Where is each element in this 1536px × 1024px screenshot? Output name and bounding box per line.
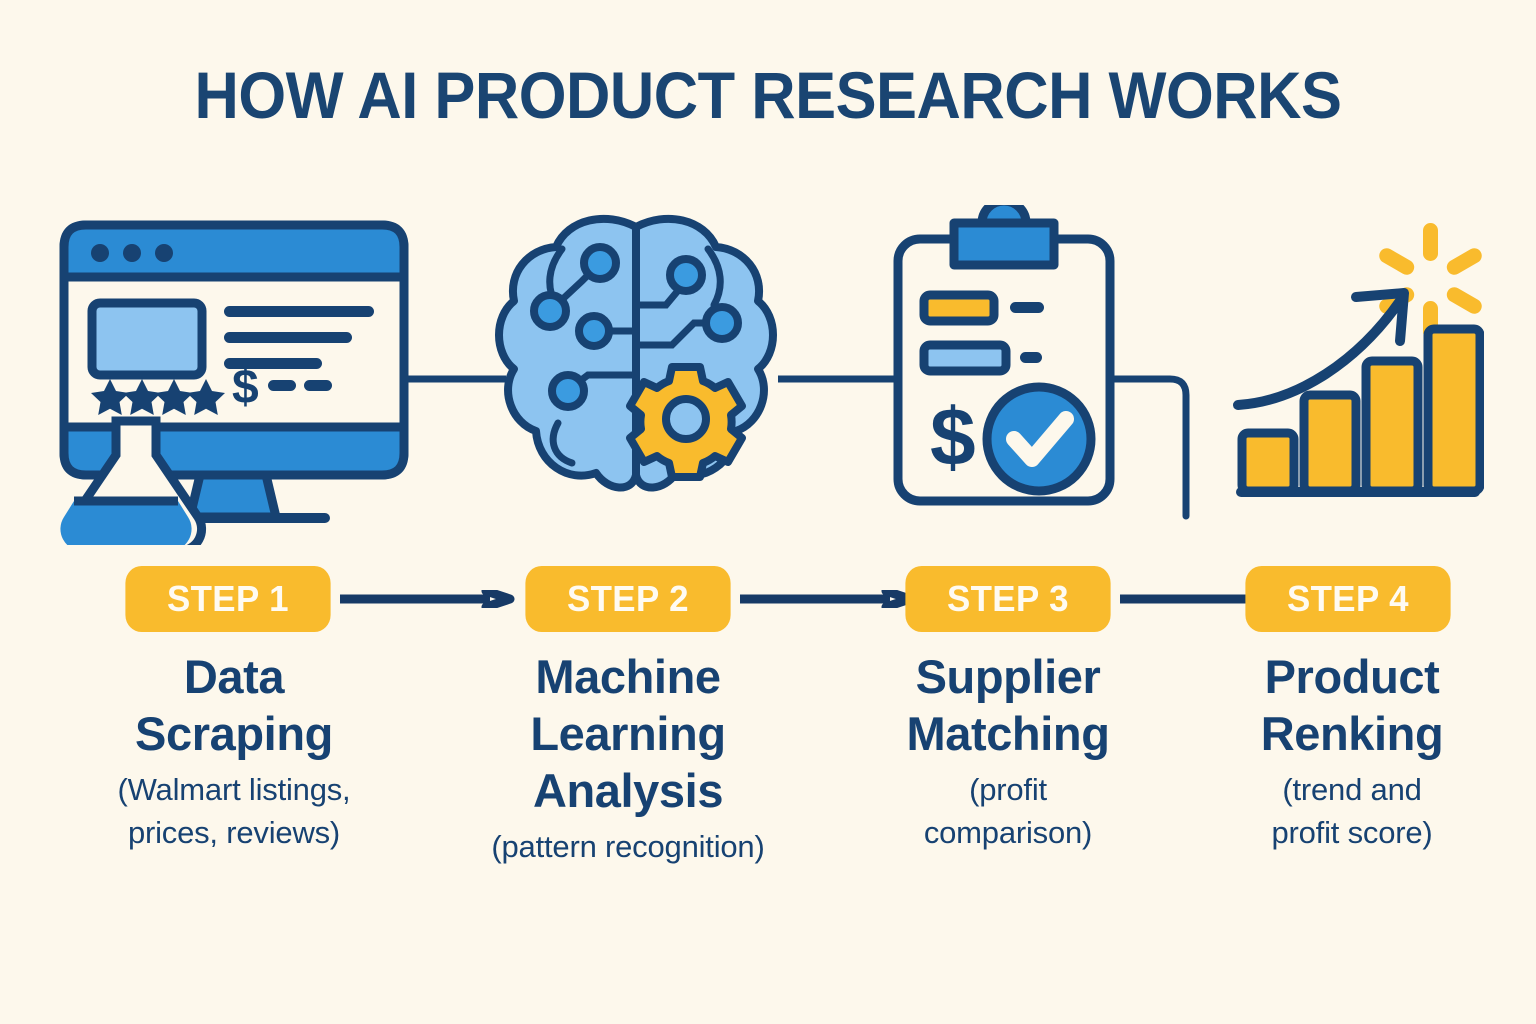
caption-line: prices, reviews) (127, 815, 341, 850)
check-circle-icon (982, 382, 1096, 496)
caption-step-1: Data Scraping (Walmart listings, prices,… (58, 648, 410, 854)
listing-text-line (224, 332, 352, 343)
caption-step-1-title: Data Scraping (58, 648, 410, 762)
caption-step-3-title: Supplier Matching (852, 648, 1164, 762)
step-pill-4[interactable]: STEP 4 (1245, 566, 1451, 632)
gear-icon (626, 363, 746, 481)
step-pill-row: STEP 1 STEP 2 STEP 3 STEP 4 (0, 566, 1536, 636)
caption-step-2-subtitle: (pattern recognition) (452, 825, 804, 868)
caption-line: Scraping (135, 707, 333, 760)
clipboard-row-bar (919, 340, 1011, 376)
icon-row: $ (0, 205, 1536, 545)
caption-line: Learning (530, 707, 726, 760)
page-title: HOW AI PRODUCT RESEARCH WORKS (194, 58, 1342, 132)
clipboard-check-icon: $ (893, 205, 1115, 506)
chart-bar (1423, 324, 1484, 496)
caption-step-1-subtitle: (Walmart listings, prices, reviews) (58, 768, 410, 854)
clipboard-row-dash (1010, 302, 1044, 313)
caption-line: Supplier (915, 650, 1101, 703)
price-symbol: $ (232, 361, 259, 414)
icon-cell-step-2 (490, 205, 790, 545)
step-arrow-2-3 (740, 590, 915, 608)
caption-line: Analysis (532, 764, 724, 817)
caption-line: Data (183, 650, 285, 703)
product-thumbnail (87, 298, 207, 380)
caption-line: (trend and (1282, 772, 1422, 807)
icon-cell-step-4 (1228, 205, 1484, 545)
caption-line: (profit (969, 772, 1047, 807)
beaker-liquid (60, 501, 192, 545)
step-arrow-1-2 (340, 590, 515, 608)
monitor-stand (184, 470, 282, 522)
caption-step-3: Supplier Matching (profit comparison) (852, 648, 1164, 854)
caption-line: (Walmart listings, (117, 772, 351, 807)
chart-bar (1299, 390, 1361, 496)
caption-step-3-subtitle: (profit comparison) (852, 768, 1164, 854)
chart-bar (1237, 428, 1299, 496)
step-pill-1[interactable]: STEP 1 (125, 566, 331, 632)
clipboard-clip (949, 205, 1059, 270)
caption-line: Product (1264, 650, 1440, 703)
clipboard-row-dash (1020, 352, 1042, 363)
brain-left-lobe (495, 214, 640, 492)
caption-step-2-title: Machine Learning Analysis (452, 648, 804, 819)
step-pill-2[interactable]: STEP 2 (525, 566, 731, 632)
clipboard-row-bar (919, 290, 999, 326)
step-pill-4-label: STEP 4 (1287, 578, 1409, 619)
window-dot (155, 244, 173, 262)
caption-line: Machine (535, 650, 721, 703)
price-dash (304, 380, 332, 391)
monitor-listing-icon: $ (59, 220, 409, 545)
walmart-spark-icon (1379, 223, 1482, 339)
bar-chart-growth-icon (1233, 223, 1484, 497)
circuit-node (530, 243, 742, 411)
beaker-icon (60, 416, 207, 545)
caption-line: Matching (906, 707, 1110, 760)
listing-text-line (224, 358, 322, 369)
step-pill-3-label: STEP 3 (947, 578, 1069, 619)
chart-bar (1361, 356, 1423, 496)
step-pill-2-label: STEP 2 (567, 578, 689, 619)
caption-line: profit score) (1271, 815, 1433, 850)
listing-text-line (224, 306, 374, 317)
icon-cell-step-3: $ (888, 205, 1128, 545)
growth-arrow-icon (1233, 288, 1409, 410)
brain-gear-icon (495, 214, 777, 492)
caption-line: Renking (1260, 707, 1444, 760)
window-dot (123, 244, 141, 262)
rating-stars (91, 379, 225, 415)
price-dash (268, 380, 296, 391)
caption-step-2: Machine Learning Analysis (pattern recog… (452, 648, 804, 868)
step-pill-1-label: STEP 1 (167, 578, 289, 619)
caption-step-4: Product Renking (trend and profit score) (1196, 648, 1508, 854)
caption-line: (pattern recognition) (491, 829, 765, 864)
caption-row: Data Scraping (Walmart listings, prices,… (0, 648, 1536, 918)
caption-step-4-title: Product Renking (1196, 648, 1508, 762)
icon-cell-step-1: $ (52, 205, 422, 545)
caption-line: comparison) (923, 815, 1093, 850)
step-pill-3[interactable]: STEP 3 (905, 566, 1111, 632)
caption-step-4-subtitle: (trend and profit score) (1196, 768, 1508, 854)
window-dot (91, 244, 109, 262)
price-symbol: $ (930, 392, 976, 483)
